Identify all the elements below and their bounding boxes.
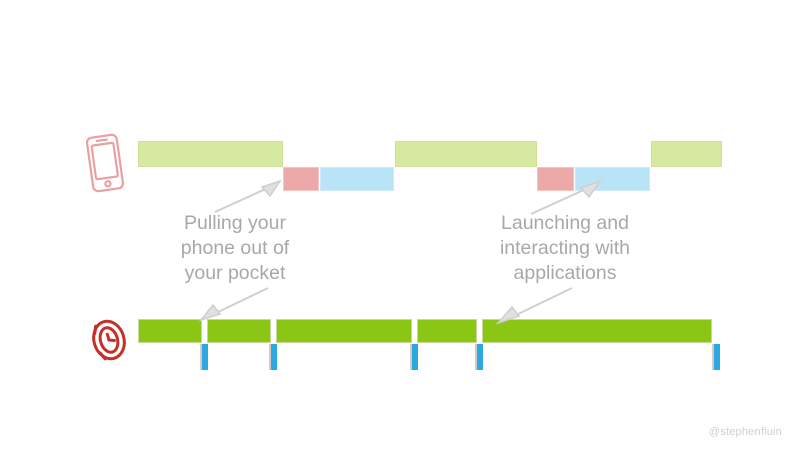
smartwatch-icon	[92, 319, 126, 361]
watch-tick-mark	[410, 344, 418, 370]
phone-timeline-track	[0, 0, 800, 200]
phone-idle-segment	[138, 141, 283, 167]
callout-right-line-1: Launching and	[501, 212, 629, 234]
callout-right-line-3: applications	[513, 262, 617, 284]
callout-text-right: Launching and interacting with applicati…	[475, 211, 655, 286]
phone-pullout-segment	[283, 167, 319, 191]
watch-glance-segment	[482, 319, 712, 343]
phone-idle-segment	[395, 141, 537, 167]
phone-idle-segment	[651, 141, 722, 167]
watch-tick-mark	[269, 344, 277, 370]
smartphone-icon	[85, 133, 125, 193]
watch-tick-mark	[475, 344, 483, 370]
watch-glance-segment	[276, 319, 412, 343]
phone-interaction-segment	[320, 167, 394, 191]
watch-glance-segment	[138, 319, 202, 343]
watch-glance-segment	[207, 319, 271, 343]
watch-tick-mark	[200, 344, 208, 370]
callout-left-line-1: Pulling your	[184, 212, 286, 234]
watch-tick-mark	[712, 344, 720, 370]
callout-right-line-2: interacting with	[499, 237, 631, 259]
watch-glance-segment	[417, 319, 477, 343]
callout-text-left: Pulling your phone out of your pocket	[150, 211, 320, 286]
watermark-handle: @stephenfluin	[708, 426, 782, 438]
callout-left-line-2: phone out of	[180, 237, 290, 259]
callout-left-line-3: your pocket	[184, 262, 286, 284]
